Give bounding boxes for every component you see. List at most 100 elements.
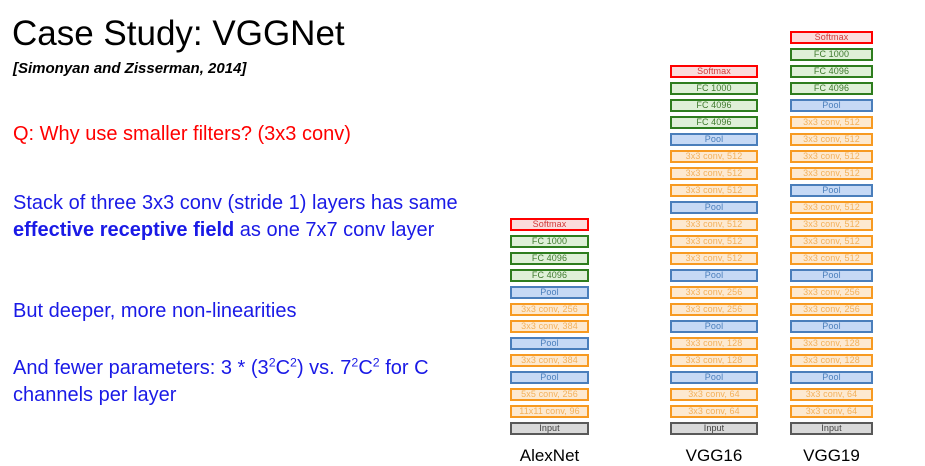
layer-label: Softmax [814, 32, 849, 42]
layer-box-pool: Pool [790, 99, 873, 112]
layer-box-pool: Pool [790, 371, 873, 384]
layer-label: 3x3 conv, 512 [685, 253, 743, 263]
layer-stack: Input 3x3 conv, 64 3x3 conv, 64 Pool 3x3 con… [670, 65, 758, 439]
layer-box-softmax: Softmax [670, 65, 758, 78]
layer-label: 3x3 conv, 512 [803, 151, 860, 161]
layer-box-fc: FC 1000 [670, 82, 758, 95]
layer-label: 3x3 conv, 512 [803, 236, 860, 246]
layer-box-pool: Pool [510, 371, 589, 384]
layer-box-pool: Pool [510, 286, 589, 299]
layer-label: Pool [822, 372, 841, 382]
layer-label: 3x3 conv, 64 [805, 406, 858, 416]
layer-stack: Input 11x11 conv, 96 5x5 conv, 256 Pool 3x3 … [510, 218, 589, 439]
layer-label: FC 1000 [813, 49, 850, 59]
layer-box-pool: Pool [670, 320, 758, 333]
layer-label: Softmax [697, 66, 731, 76]
layer-label: 3x3 conv, 64 [688, 389, 740, 399]
layer-box-input: Input [670, 422, 758, 435]
para-params-mid2: ) vs. 7 [296, 357, 352, 379]
citation-text: [Simonyan and Zisserman, 2014] [13, 60, 247, 77]
layer-box-conv: 3x3 conv, 64 [790, 405, 873, 418]
layer-label: 3x3 conv, 256 [803, 304, 860, 314]
layer-box-pool: Pool [790, 184, 873, 197]
para-stack-part2: as one 7x7 conv layer [234, 219, 435, 241]
layer-label: 3x3 conv, 384 [521, 355, 578, 365]
layer-box-conv: 3x3 conv, 512 [790, 167, 873, 180]
layer-label: Pool [540, 372, 559, 382]
layer-label: Input [703, 423, 725, 433]
layer-label: Pool [540, 338, 559, 348]
para-params-sup4: 2 [372, 355, 380, 370]
layer-box-fc: FC 4096 [790, 65, 873, 78]
layer-box-conv: 3x3 conv, 128 [790, 354, 873, 367]
layer-label: Input [539, 423, 560, 433]
layer-label: Pool [704, 202, 724, 212]
layer-box-pool: Pool [670, 371, 758, 384]
layer-label: Pool [822, 270, 841, 280]
network-label: VGG19 [803, 446, 860, 465]
layer-label: Pool [704, 134, 724, 144]
layer-label: FC 4096 [696, 117, 732, 127]
paragraph-parameters: And fewer parameters: 3 * (32C2) vs. 72C… [13, 355, 463, 409]
network-label: AlexNet [519, 446, 580, 465]
layer-label: 3x3 conv, 128 [685, 338, 743, 348]
layer-box-pool: Pool [790, 320, 873, 333]
page-title: Case Study: VGGNet [12, 14, 345, 53]
layer-box-pool: Pool [670, 269, 758, 282]
layer-box-conv: 3x3 conv, 128 [790, 337, 873, 350]
layer-label: FC 4096 [813, 83, 850, 93]
layer-box-conv: 3x3 conv, 512 [790, 218, 873, 231]
layer-label: 3x3 conv, 512 [685, 168, 743, 178]
para-params-mid3: C [358, 357, 373, 379]
layer-label: Pool [704, 372, 724, 382]
layer-label: 3x3 conv, 512 [685, 236, 743, 246]
layer-box-conv: 3x3 conv, 64 [670, 388, 758, 401]
layer-box-conv: 3x3 conv, 512 [790, 133, 873, 146]
layer-box-conv: 3x3 conv, 512 [790, 252, 873, 265]
layer-box-conv: 3x3 conv, 384 [510, 354, 589, 367]
layer-label: 3x3 conv, 512 [803, 253, 860, 263]
layer-label: 3x3 conv, 64 [688, 406, 740, 416]
layer-box-conv: 3x3 conv, 512 [670, 235, 758, 248]
layer-box-conv: 3x3 conv, 512 [670, 167, 758, 180]
layer-box-fc: FC 1000 [510, 235, 589, 248]
layer-label: Pool [822, 185, 841, 195]
layer-label: 3x3 conv, 256 [685, 304, 743, 314]
para-params-pre: And fewer parameters: 3 * (3 [13, 357, 269, 379]
layer-label: 3x3 conv, 512 [803, 117, 860, 127]
layer-box-softmax: Softmax [790, 31, 873, 44]
layer-label: FC 4096 [813, 66, 850, 76]
layer-label: 3x3 conv, 64 [805, 389, 858, 399]
layer-box-softmax: Softmax [510, 218, 589, 231]
layer-box-fc: FC 4096 [670, 116, 758, 129]
layer-box-fc: FC 4096 [510, 269, 589, 282]
para-stack-part1: Stack of three 3x3 conv (stride 1) layer… [13, 192, 458, 214]
para-params-post: for C channels per layer [13, 357, 429, 406]
layer-box-fc: FC 1000 [790, 48, 873, 61]
layer-box-conv: 5x5 conv, 256 [510, 388, 589, 401]
layer-label: FC 1000 [696, 83, 732, 93]
para-params-sup3: 2 [351, 355, 359, 370]
layer-box-conv: 11x11 conv, 96 [510, 405, 589, 418]
layer-label: Pool [822, 321, 841, 331]
layer-box-conv: 3x3 conv, 512 [790, 150, 873, 163]
layer-label: 3x3 conv, 512 [803, 134, 860, 144]
layer-box-conv: 3x3 conv, 512 [790, 235, 873, 248]
layer-label: FC 4096 [531, 253, 568, 263]
layer-box-conv: 3x3 conv, 512 [670, 150, 758, 163]
layer-label: 3x3 conv, 256 [521, 304, 578, 314]
layer-box-fc: FC 4096 [510, 252, 589, 265]
layer-label: 3x3 conv, 128 [803, 355, 860, 365]
network-label: VGG16 [685, 446, 743, 465]
layer-box-conv: 3x3 conv, 512 [670, 218, 758, 231]
layer-box-pool: Pool [510, 337, 589, 350]
layer-box-input: Input [510, 422, 589, 435]
layer-label: 5x5 conv, 256 [521, 389, 578, 399]
layer-box-conv: 3x3 conv, 512 [670, 252, 758, 265]
layer-box-conv: 3x3 conv, 128 [670, 354, 758, 367]
layer-box-fc: FC 4096 [670, 99, 758, 112]
para-stack-emphasis: effective receptive field [13, 219, 235, 241]
layer-label: 3x3 conv, 512 [803, 219, 860, 229]
layer-label: Pool [540, 287, 559, 297]
